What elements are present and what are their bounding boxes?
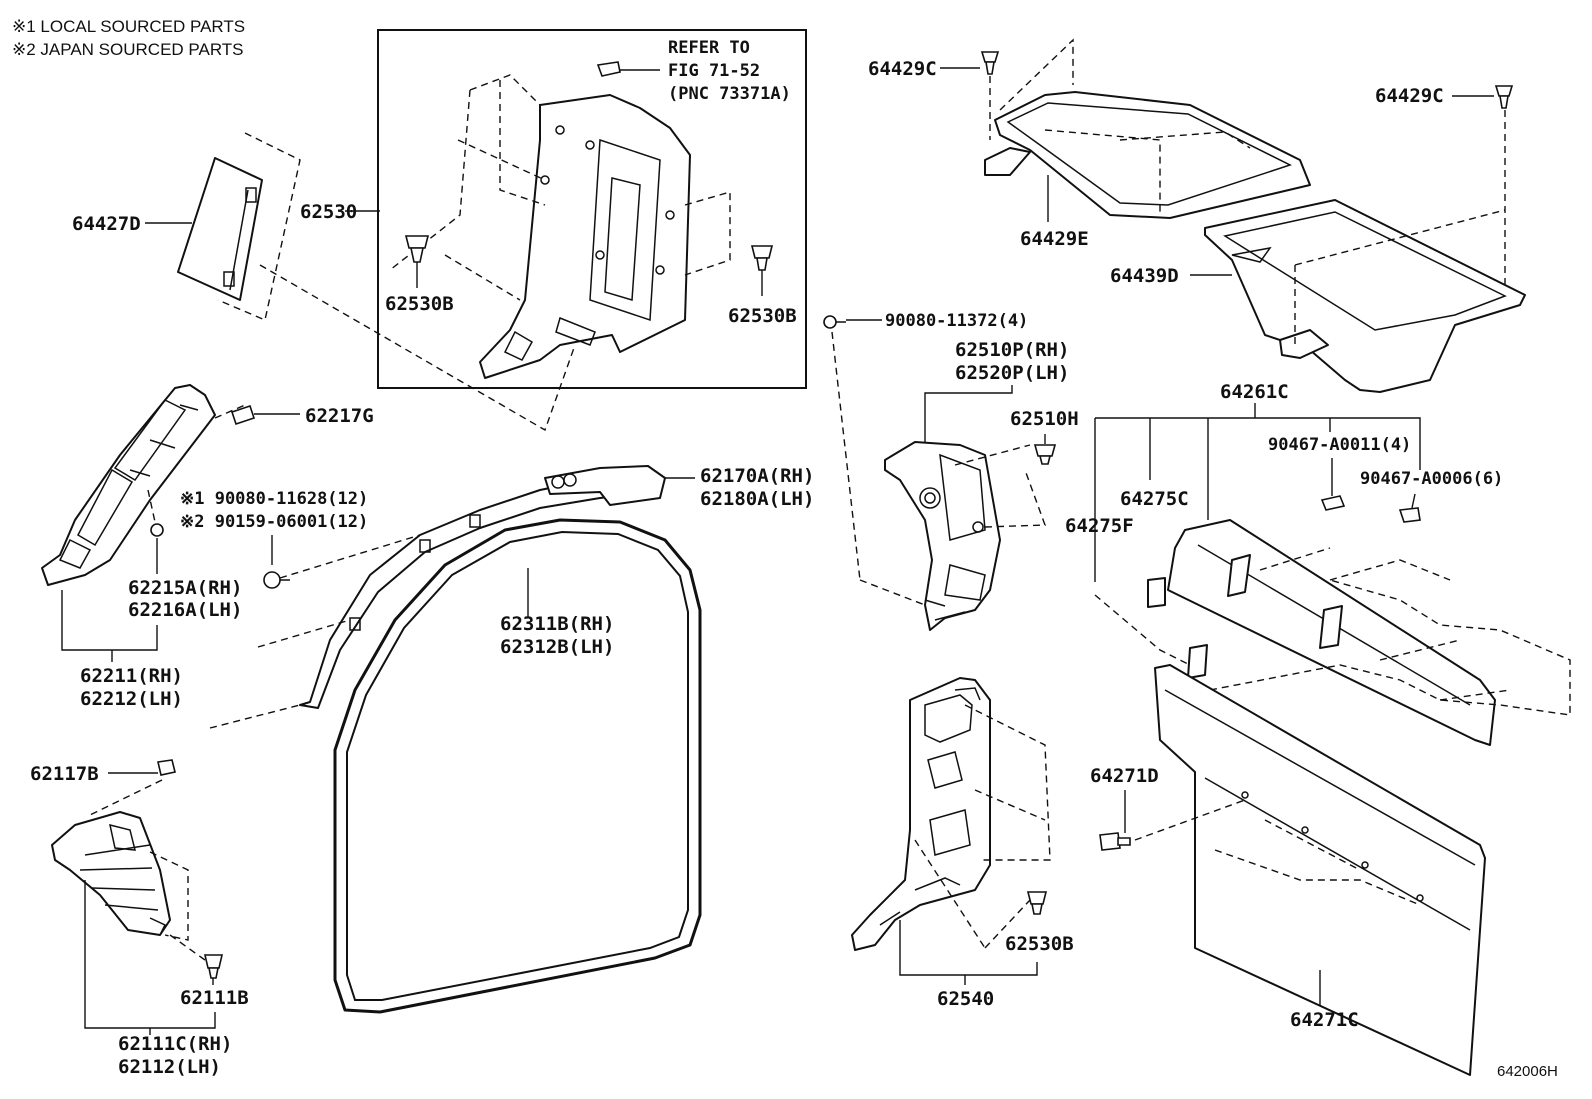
clip-62111B[interactable]: [203, 954, 224, 979]
refer-line1: REFER TO: [668, 38, 750, 58]
clip-64429C-right[interactable]: [1494, 85, 1514, 109]
label-64429E: 64429E: [1020, 228, 1089, 250]
label-62530: 62530: [300, 201, 357, 223]
label-64429C-right: 64429C: [1375, 85, 1444, 107]
bolt-90080-11372[interactable]: [823, 315, 846, 329]
label-64275F: 64275F: [1065, 515, 1134, 537]
label-62170A: 62170A(RH): [700, 465, 814, 487]
pad-64275F-lower[interactable]: [1187, 644, 1208, 679]
clip-62117B[interactable]: [157, 759, 176, 776]
refer-line2: FIG 71-52: [668, 61, 760, 81]
pad-64275C-lower[interactable]: [1319, 605, 1343, 649]
label-62510H: 62510H: [1010, 408, 1079, 430]
label-62211: 62211(RH): [80, 665, 183, 687]
clip-ref-73371A[interactable]: [596, 61, 621, 77]
label-64271C: 64271C: [1290, 1009, 1359, 1031]
label-90080-11372: 90080-11372(4): [885, 311, 1028, 331]
label-90467-A0011: 90467-A0011(4): [1268, 435, 1411, 455]
clip-90467-A0011[interactable]: [1320, 495, 1346, 511]
label-62217G: 62217G: [305, 405, 374, 427]
clip-62530B-right[interactable]: [750, 245, 774, 271]
label-64429C-left: 64429C: [868, 58, 937, 80]
label-62212: 62212(LH): [80, 688, 183, 710]
part-62510P-center-pillar-upper[interactable]: [884, 441, 1001, 631]
label-64271D: 64271D: [1090, 765, 1159, 787]
label-90467-A0006: 90467-A0006(6): [1360, 469, 1503, 489]
clip-62217G[interactable]: [230, 404, 256, 426]
label-90159-06001: ※2 90159-06001(12): [180, 512, 368, 532]
part-62111C-cowl-side-trim[interactable]: [51, 811, 171, 936]
screw-90080-11628[interactable]: [263, 571, 290, 589]
part-62170A-roof-side-garnish[interactable]: [299, 465, 666, 709]
label-62530B-lower: 62530B: [1005, 933, 1074, 955]
part-64429E-upper-tray[interactable]: [984, 91, 1311, 219]
label-62111B: 62111B: [180, 987, 249, 1009]
label-64439D: 64439D: [1110, 265, 1179, 287]
figure-id: 642006H: [1497, 1063, 1558, 1080]
part-62530-quarter-trim[interactable]: [479, 94, 691, 379]
clip-64271D[interactable]: [1099, 832, 1131, 851]
label-62530B-left: 62530B: [385, 293, 454, 315]
part-62540-center-pillar-lower[interactable]: [851, 677, 991, 951]
part-64439D-deck-tray[interactable]: [1204, 199, 1526, 393]
note-local-sourced: ※1 LOCAL SOURCED PARTS: [12, 17, 245, 36]
label-62312B: 62312B(LH): [500, 636, 614, 658]
part-62211-front-pillar-garnish[interactable]: [41, 384, 216, 586]
label-64261C: 64261C: [1220, 381, 1289, 403]
label-64275C: 64275C: [1120, 488, 1189, 510]
refer-line3: (PNC 73371A): [668, 84, 791, 104]
group-box-62530: [377, 29, 807, 389]
label-90080-11628: ※1 90080-11628(12): [180, 489, 368, 509]
clip-62530B-lower[interactable]: [1026, 891, 1048, 915]
note-japan-sourced: ※2 JAPAN SOURCED PARTS: [12, 40, 244, 59]
label-62112: 62112(LH): [118, 1056, 221, 1078]
part-62311B-door-weatherstrip[interactable]: [333, 518, 702, 1014]
label-62540: 62540: [937, 988, 994, 1010]
part-64271C-deck-trim-cover[interactable]: [1154, 664, 1486, 1076]
clip-62215A[interactable]: [150, 523, 164, 537]
label-62216A: 62216A(LH): [128, 599, 242, 621]
label-62180A: 62180A(LH): [700, 488, 814, 510]
part-64427D[interactable]: [177, 157, 263, 301]
label-62311B: 62311B(RH): [500, 613, 614, 635]
clip-64429C-left[interactable]: [980, 51, 1000, 75]
label-62510P: 62510P(RH): [955, 339, 1069, 361]
label-62215A: 62215A(RH): [128, 577, 242, 599]
label-62530B-right: 62530B: [728, 305, 797, 327]
pad-64275F[interactable]: [1147, 577, 1166, 608]
label-62117B: 62117B: [30, 763, 99, 785]
label-64427D: 64427D: [72, 213, 141, 235]
clip-90467-A0006[interactable]: [1398, 507, 1421, 523]
clip-62510H[interactable]: [1033, 444, 1057, 465]
label-62520P: 62520P(LH): [955, 362, 1069, 384]
pad-64275C[interactable]: [1227, 554, 1251, 597]
clip-62530B-left[interactable]: [404, 235, 430, 263]
label-62111C: 62111C(RH): [118, 1033, 232, 1055]
